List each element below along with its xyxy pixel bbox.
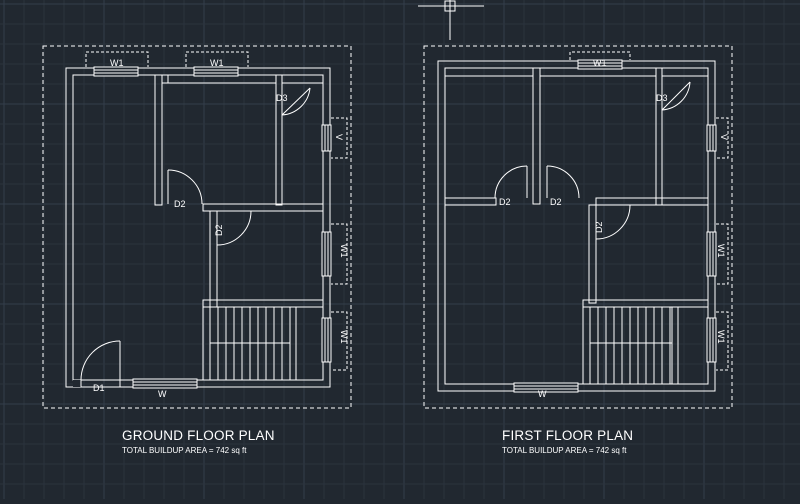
first-floor-title: FIRST FLOOR PLAN bbox=[502, 428, 633, 443]
window-w1-right-upper bbox=[321, 223, 348, 285]
window-w1-right-lower bbox=[706, 311, 729, 371]
ground-floor-subtitle: TOTAL BUILDUP AREA = 742 sq ft bbox=[122, 446, 247, 455]
label-w1-right-lower: W1 bbox=[716, 330, 726, 344]
ground-floor-labels: W1 W1 D3 V D2 D2 W1 W1 D1 W bbox=[93, 58, 349, 399]
label-d3: D3 bbox=[276, 93, 288, 103]
label-d2-right: D2 bbox=[594, 221, 604, 233]
label-d1: D1 bbox=[93, 383, 105, 393]
door-d3-icon bbox=[281, 87, 311, 116]
window-w1-top bbox=[569, 51, 631, 70]
label-w1-right-upper: W1 bbox=[716, 244, 726, 258]
wall-stair-top bbox=[202, 299, 324, 308]
crosshair-cursor-icon bbox=[418, 0, 484, 40]
first-floor-labels: W1 D3 V D2 D2 D2 W1 W1 W bbox=[499, 58, 729, 399]
door-d1-icon bbox=[73, 340, 121, 387]
window-w1-right-upper bbox=[706, 223, 729, 285]
ground-floor-title: GROUND FLOOR PLAN bbox=[122, 428, 275, 443]
ventilator-v bbox=[706, 117, 729, 159]
label-d2-left: D2 bbox=[174, 199, 186, 209]
door-d3-icon bbox=[661, 81, 691, 111]
label-w: W bbox=[158, 389, 167, 399]
wall-horizontal-mid bbox=[202, 203, 324, 212]
plot-boundary bbox=[423, 45, 733, 409]
label-w1-top-left: W1 bbox=[110, 58, 124, 68]
wall-toilet-left bbox=[275, 74, 283, 206]
window-w1-right-lower bbox=[321, 311, 348, 371]
window-w-bottom bbox=[513, 382, 579, 393]
door-d2-mid-icon bbox=[546, 165, 580, 199]
plot-boundary bbox=[42, 45, 352, 409]
door-d2-right-icon bbox=[216, 210, 252, 246]
door-d2-left-icon bbox=[494, 165, 528, 199]
window-w1-top-left bbox=[85, 51, 149, 77]
door-d2-left-icon bbox=[167, 169, 203, 205]
label-w1-right-lower: W1 bbox=[339, 330, 349, 344]
label-v: V bbox=[334, 134, 344, 140]
staircase bbox=[202, 306, 297, 381]
label-w1-right-upper: W1 bbox=[339, 244, 349, 258]
wall-left-room-divider bbox=[154, 74, 163, 206]
window-w-bottom bbox=[132, 378, 198, 389]
ground-floor-plan bbox=[42, 45, 352, 409]
label-w1-top-right: W1 bbox=[210, 58, 224, 68]
staircase bbox=[582, 306, 679, 385]
label-v: V bbox=[719, 134, 729, 140]
label-d2-left: D2 bbox=[499, 197, 511, 207]
label-w1-top: W1 bbox=[593, 58, 607, 68]
label-w: W bbox=[538, 389, 547, 399]
first-floor-subtitle: TOTAL BUILDUP AREA = 742 sq ft bbox=[502, 446, 627, 455]
door-d2-right-icon bbox=[595, 204, 631, 240]
ventilator-v bbox=[321, 117, 348, 159]
label-d3: D3 bbox=[656, 93, 668, 103]
first-floor-plan bbox=[423, 45, 733, 409]
window-w1-top-right bbox=[185, 51, 249, 77]
label-d2-mid: D2 bbox=[550, 197, 562, 207]
label-d2-right: D2 bbox=[214, 224, 224, 236]
